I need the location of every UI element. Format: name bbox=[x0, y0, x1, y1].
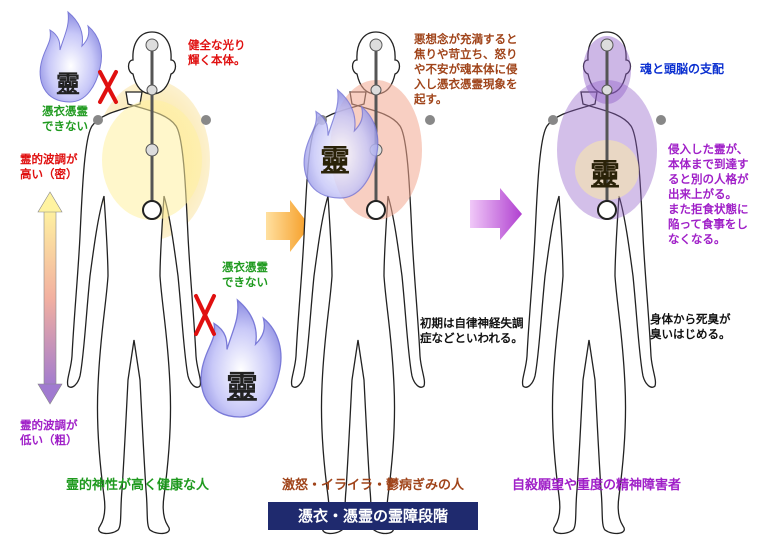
panel2-early-note: 初期は自律神経失調 症などといわれる。 bbox=[420, 316, 524, 345]
scale-high-label: 霊的波調が 高い（密） bbox=[20, 152, 78, 181]
spirit-char: 靈 bbox=[226, 368, 259, 406]
panel2-caption: 激怒・イライラ・鬱病ぎみの人 bbox=[282, 478, 465, 493]
cross-mark-icon bbox=[98, 70, 118, 104]
panel1-caption: 霊的神性が高く健康な人 bbox=[66, 478, 210, 493]
panel2-note: 悪想念が充満すると 焦りや苛立ち、怒り や不安が魂本体に侵 入し憑衣憑霊現象を … bbox=[414, 32, 518, 106]
title-banner: 憑衣・憑霊の霊障段階 bbox=[268, 502, 478, 530]
panel3-caption: 自殺願望や重度の精神障害者 bbox=[512, 478, 682, 493]
double-arrow-icon bbox=[37, 191, 63, 405]
panel3-smell-note: 身体から死臭が 臭いはじめる。 bbox=[650, 312, 731, 341]
panel3-note: 侵入した霊が、 本体まで到達す ると別の人格が 出来上がる。 また拒食状態に 陥… bbox=[668, 142, 749, 246]
panel3-figure bbox=[521, 31, 666, 535]
panel3-title: 魂と頭脳の支配 bbox=[640, 62, 725, 76]
cannot-possess-bottom: 憑衣憑霊 できない bbox=[222, 260, 268, 289]
cross-mark-icon bbox=[194, 294, 216, 336]
scale-low-label: 霊的波調が 低い（粗） bbox=[20, 418, 78, 447]
healthy-note: 健全な光り 輝く本体。 bbox=[188, 38, 246, 67]
panel2-figure bbox=[290, 31, 435, 535]
spirit-char: 靈 bbox=[56, 69, 80, 98]
spirit-char: 靈 bbox=[320, 144, 350, 179]
cannot-possess-top: 憑衣憑霊 できない bbox=[42, 104, 88, 133]
spirit-char: 靈 bbox=[590, 158, 620, 193]
arrow-right-icon bbox=[470, 188, 522, 240]
panel1-figure bbox=[66, 31, 211, 535]
arrow-right-icon bbox=[266, 200, 310, 252]
